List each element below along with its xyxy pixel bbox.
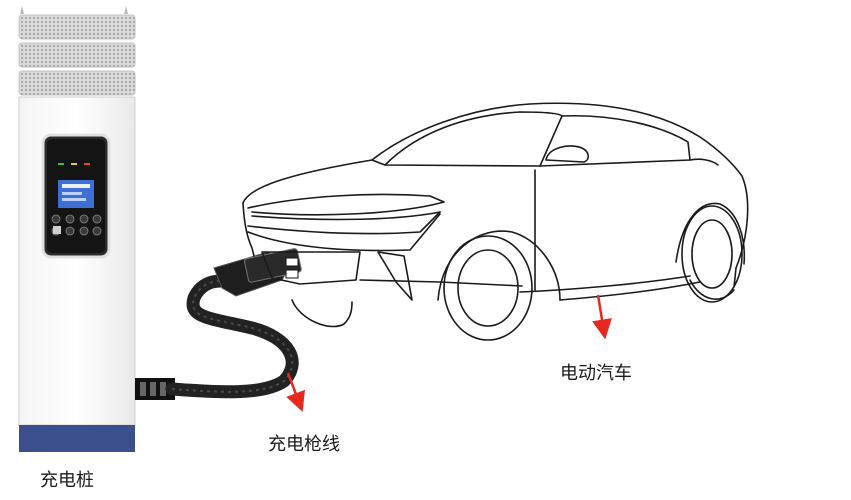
charging-cable-icon <box>135 248 302 400</box>
arrow-icon <box>288 295 604 405</box>
label-charging-cable: 充电枪线 <box>268 430 340 456</box>
control-panel <box>43 135 109 257</box>
electric-car-icon <box>243 103 748 340</box>
charging-station-icon <box>19 6 135 452</box>
label-charging-station: 充电桩 <box>40 466 94 492</box>
label-electric-vehicle: 电动汽车 <box>560 359 632 385</box>
